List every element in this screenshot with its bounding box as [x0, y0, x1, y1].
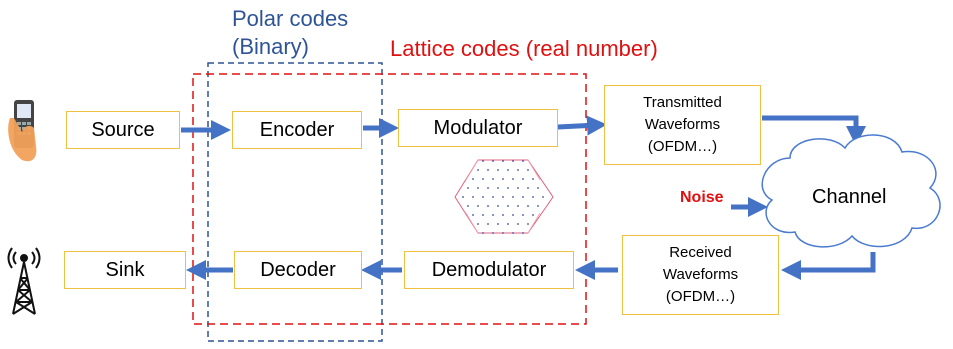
- lattice-point: [492, 214, 494, 216]
- antenna-tower-icon: [7, 247, 41, 315]
- lattice-point: [477, 223, 479, 225]
- transmitted-line2: Waveforms: [644, 116, 721, 133]
- lattice-point: [517, 187, 519, 189]
- lattice-codes-region: [192, 73, 587, 325]
- sink-block: Sink: [64, 251, 186, 289]
- lattice-point: [512, 232, 514, 234]
- lattice-point: [517, 223, 519, 225]
- lattice-point: [522, 232, 524, 234]
- encoder-block: Encoder: [232, 111, 362, 149]
- lattice-codes-title: Lattice codes (real number): [390, 36, 658, 61]
- lattice-point: [492, 196, 494, 198]
- lattice-point: [532, 196, 534, 198]
- lattice-point: [482, 160, 484, 162]
- lattice-point: [487, 205, 489, 207]
- lattice-point: [502, 232, 504, 234]
- lattice-point: [537, 187, 539, 189]
- lattice-point: [492, 160, 494, 162]
- lattice-point: [497, 187, 499, 189]
- lattice-point: [522, 214, 524, 216]
- lattice-point: [542, 196, 544, 198]
- lattice-point: [472, 196, 474, 198]
- lattice-point: [527, 205, 529, 207]
- lattice-point: [487, 169, 489, 171]
- lattice-point: [492, 232, 494, 234]
- polar-codes-region: [207, 62, 383, 342]
- lattice-point: [487, 187, 489, 189]
- lattice-point: [522, 196, 524, 198]
- received-line3: (OFDM…): [665, 288, 736, 305]
- noise-label: Noise: [680, 189, 724, 206]
- received-line2: Waveforms: [662, 266, 739, 283]
- lattice-hexagon-illustration: [454, 159, 554, 234]
- lattice-point: [522, 160, 524, 162]
- polar-codes-title: Polar codes: [232, 6, 349, 31]
- lattice-point: [472, 178, 474, 180]
- lattice-point: [492, 178, 494, 180]
- lattice-point: [532, 178, 534, 180]
- demodulator-block: Demodulator: [404, 251, 574, 289]
- modulator-block: Modulator: [398, 109, 558, 147]
- source-block: Source: [66, 111, 180, 149]
- lattice-point: [512, 214, 514, 216]
- lattice-point: [477, 187, 479, 189]
- lattice-point: [467, 187, 469, 189]
- arrow-channel-received: [781, 252, 876, 280]
- lattice-point: [512, 178, 514, 180]
- lattice-point: [527, 187, 529, 189]
- lattice-point: [502, 196, 504, 198]
- lattice-point: [482, 196, 484, 198]
- lattice-point: [462, 196, 464, 198]
- lattice-point: [507, 205, 509, 207]
- lattice-point: [487, 223, 489, 225]
- transmitted-waveforms-block: Transmitted Waveforms (OFDM…): [604, 85, 761, 165]
- channel-cloud-shape: [761, 134, 941, 248]
- lattice-point: [507, 169, 509, 171]
- mobile-phone-icon: [8, 100, 37, 162]
- lattice-point: [507, 187, 509, 189]
- lattice-point: [502, 160, 504, 162]
- lattice-point: [512, 196, 514, 198]
- lattice-point: [517, 205, 519, 207]
- lattice-point: [522, 178, 524, 180]
- arrow-modulator-transmitted: [557, 115, 607, 136]
- lattice-point: [497, 223, 499, 225]
- lattice-point: [527, 223, 529, 225]
- decoder-block: Decoder: [234, 251, 362, 289]
- received-waveforms-block: Received Waveforms (OFDM…): [622, 235, 779, 315]
- lattice-point: [477, 205, 479, 207]
- lattice-point: [482, 178, 484, 180]
- lattice-point: [477, 169, 479, 171]
- lattice-point: [472, 214, 474, 216]
- lattice-point: [507, 223, 509, 225]
- lattice-point: [467, 205, 469, 207]
- arrow-transmitted-channel: [762, 115, 866, 146]
- lattice-point: [512, 160, 514, 162]
- lattice-point: [497, 169, 499, 171]
- lattice-point: [517, 169, 519, 171]
- received-line1: Received: [669, 244, 732, 261]
- lattice-point: [502, 214, 504, 216]
- channel-label: Channel: [812, 186, 887, 208]
- lattice-point: [482, 232, 484, 234]
- transmitted-line1: Transmitted: [643, 94, 722, 111]
- lattice-point: [482, 214, 484, 216]
- lattice-point: [502, 178, 504, 180]
- lattice-point: [497, 205, 499, 207]
- lattice-point: [532, 214, 534, 216]
- lattice-point: [537, 205, 539, 207]
- transmitted-line3: (OFDM…): [647, 138, 718, 155]
- lattice-point: [527, 169, 529, 171]
- polar-codes-subtitle: (Binary): [232, 34, 310, 59]
